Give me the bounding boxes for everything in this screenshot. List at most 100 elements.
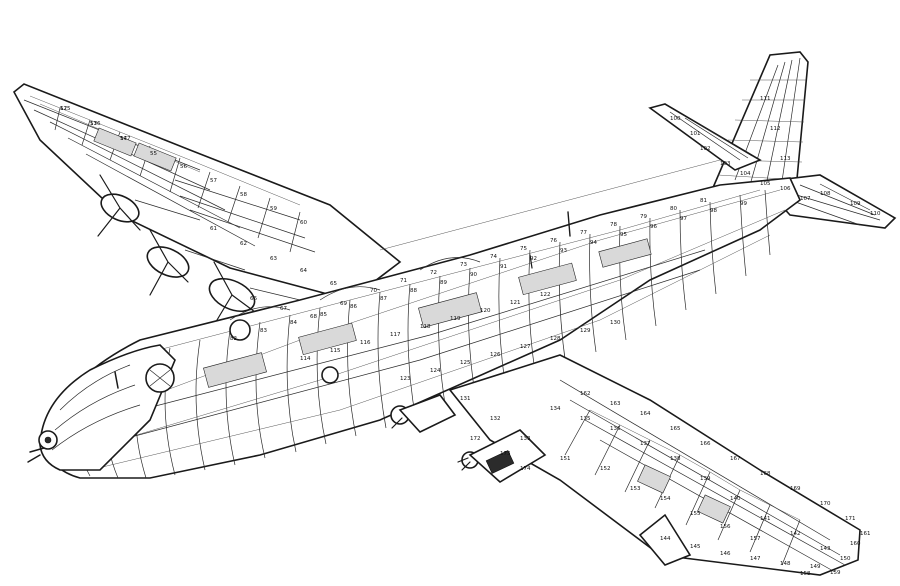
- callout-number: 154: [660, 496, 671, 502]
- callout-number: 72: [430, 270, 437, 276]
- callout-number: 131: [460, 396, 471, 402]
- callout-number: 108: [820, 191, 831, 197]
- callout-number: 114: [300, 356, 311, 362]
- callout-number: 129: [580, 328, 591, 334]
- callout-number: 87: [380, 296, 387, 302]
- callout-number: 124: [430, 368, 441, 374]
- callout-number: 78: [610, 222, 617, 228]
- callout-number: 64: [300, 268, 307, 274]
- callout-number: 80: [670, 206, 677, 212]
- callout-number: 65: [330, 281, 337, 287]
- callout-number: 161: [860, 531, 871, 537]
- callout-number: 115: [330, 348, 341, 354]
- callout-number: 157: [750, 536, 761, 542]
- callout-number: 83: [260, 328, 267, 334]
- callout-number: 162: [580, 391, 591, 397]
- callout-number: 81: [700, 198, 707, 204]
- callout-number: 75: [520, 246, 527, 252]
- callout-number: 96: [650, 224, 657, 230]
- callout-number: 133: [520, 436, 531, 442]
- callout-number: 57: [210, 178, 217, 184]
- callout-number: 106: [780, 186, 791, 192]
- callout-number: 169: [790, 486, 801, 492]
- callout-number: 163: [610, 401, 621, 407]
- callout-number: 92: [530, 256, 537, 262]
- callout-number: 58: [240, 192, 247, 198]
- callout-number: 137: [640, 441, 651, 447]
- callout-number: 126: [490, 352, 501, 358]
- callout-number: 132: [490, 416, 501, 422]
- callout-number: 73: [460, 262, 467, 268]
- callout-number: 56: [180, 164, 187, 170]
- callout-number: 90: [470, 272, 477, 278]
- callout-number: 159: [830, 570, 841, 576]
- port-engines: [97, 174, 301, 326]
- callout-number: 174: [520, 466, 531, 472]
- callout-number: 150: [840, 556, 851, 562]
- callout-number: 61: [210, 226, 217, 232]
- callout-number: 62: [240, 241, 247, 247]
- callout-number: 172: [470, 436, 481, 442]
- callout-number: 86: [350, 304, 357, 310]
- callout-number: 167: [730, 456, 741, 462]
- callout-number: 177: [120, 136, 131, 142]
- callout-number: 134: [550, 406, 561, 412]
- callout-number: 109: [850, 201, 861, 207]
- callout-number: 146: [720, 551, 731, 557]
- callout-number: 130: [610, 320, 621, 326]
- callout-number: 176: [90, 121, 101, 127]
- callout-number: 112: [770, 126, 781, 132]
- callout-number: 175: [60, 106, 71, 112]
- callout-number: 141: [760, 516, 771, 522]
- callout-number: 113: [780, 156, 791, 162]
- callout-number: 153: [630, 486, 641, 492]
- callout-number: 117: [390, 332, 401, 338]
- callout-number: 118: [420, 324, 431, 330]
- callout-number: 143: [820, 546, 831, 552]
- callout-number: 101: [690, 131, 701, 137]
- callout-number: 119: [450, 316, 461, 322]
- callout-number: 156: [720, 524, 731, 530]
- starboard-wing: [448, 354, 861, 576]
- callout-number: 89: [440, 280, 447, 286]
- callout-numbers: 5253545556575859606162636465666768697071…: [60, 96, 881, 577]
- callout-number: 128: [550, 336, 561, 342]
- callout-number: 84: [290, 320, 297, 326]
- callout-number: 98: [710, 208, 717, 214]
- callout-number: 111: [760, 96, 771, 102]
- callout-number: 103: [720, 161, 731, 167]
- callout-number: 148: [780, 561, 791, 567]
- callout-number: 166: [700, 441, 711, 447]
- callout-number: 120: [480, 308, 491, 314]
- callout-number: 121: [510, 300, 521, 306]
- callout-number: 107: [800, 196, 811, 202]
- callout-number: 85: [320, 312, 327, 318]
- callout-number: 135: [580, 416, 591, 422]
- callout-number: 52: [60, 106, 67, 112]
- callout-number: 144: [660, 536, 671, 542]
- callout-number: 55: [150, 151, 157, 157]
- callout-number: 160: [850, 541, 861, 547]
- callout-number: 155: [690, 511, 701, 517]
- callout-number: 94: [590, 240, 597, 246]
- callout-number: 97: [680, 216, 687, 222]
- callout-number: 76: [550, 238, 557, 244]
- aerial: [379, 159, 721, 269]
- callout-number: 125: [460, 360, 471, 366]
- callout-number: 70: [370, 288, 377, 294]
- callout-number: 66: [250, 296, 257, 302]
- callout-number: 152: [600, 466, 611, 472]
- callout-number: 79: [640, 214, 647, 220]
- callout-number: 140: [730, 496, 741, 502]
- callout-number: 88: [410, 288, 417, 294]
- nose-section: [27, 344, 176, 471]
- callout-number: 82: [230, 336, 237, 342]
- callout-number: 149: [810, 564, 821, 570]
- callout-number: 165: [670, 426, 681, 432]
- callout-number: 171: [845, 516, 856, 522]
- callout-number: 145: [690, 544, 701, 550]
- callout-number: 59: [270, 206, 277, 212]
- callout-number: 99: [740, 201, 747, 207]
